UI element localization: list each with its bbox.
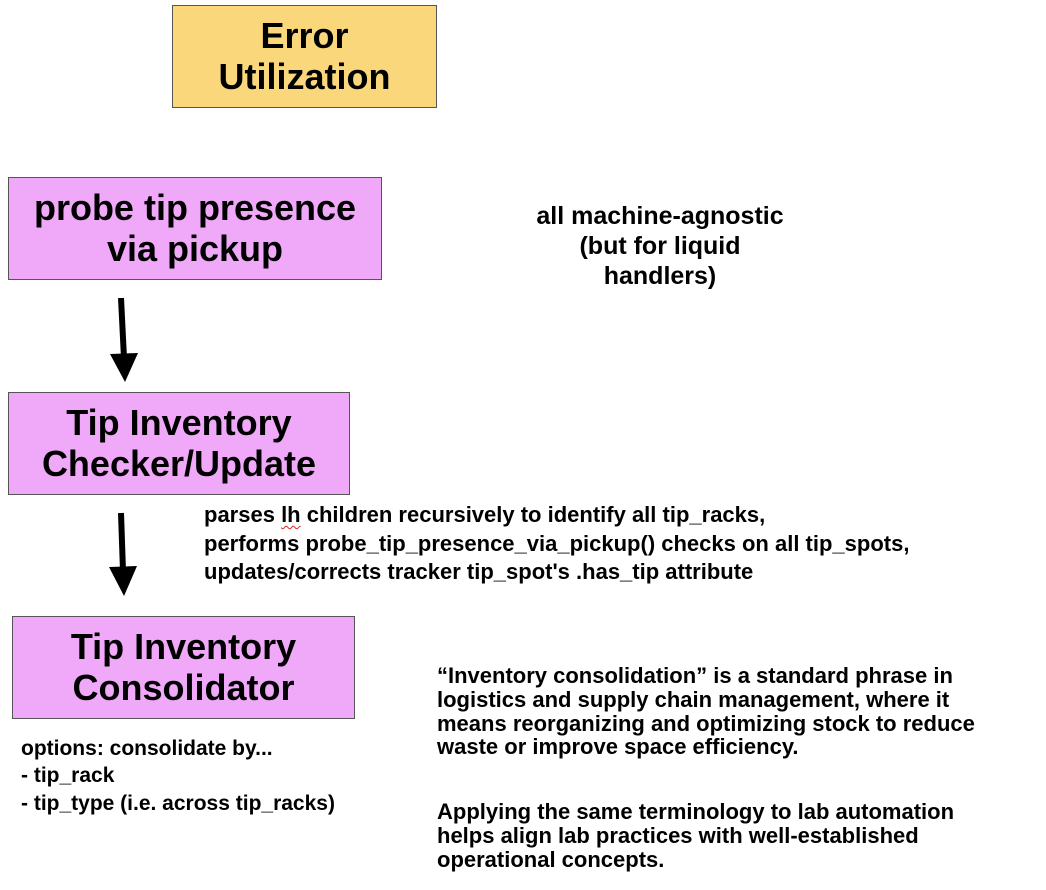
consolidation-line-3: means reorganizing and optimizing stock … <box>437 710 975 736</box>
tip-inventory-checker-box: Tip Inventory Checker/Update <box>8 392 350 495</box>
arrow-checker-to-consolidator <box>109 512 137 596</box>
arrow-2-head <box>109 566 137 596</box>
agnostic-line-1: all machine-agnostic <box>536 202 784 230</box>
applying-line-2: helps align lab practices with well-esta… <box>437 822 919 848</box>
title-line-1: Error <box>260 15 349 57</box>
arrow-probe-to-checker <box>110 297 138 382</box>
arrow-2-shaft <box>118 512 126 572</box>
probe-box-line-1: probe tip presence <box>33 187 357 229</box>
consolidation-line-2: logistics and supply chain management, w… <box>437 686 950 712</box>
parses-line-3: updates/corrects tracker tip_spot's .has… <box>204 559 754 585</box>
machine-agnostic-note: all machine-agnostic (but for liquid han… <box>470 201 850 291</box>
tip-inventory-consolidator-box: Tip Inventory Consolidator <box>12 616 355 719</box>
title-box: Error Utilization <box>172 5 437 108</box>
agnostic-line-3: handlers) <box>603 262 717 290</box>
checker-description: parses lh children recursively to identi… <box>204 501 909 587</box>
title-line-2: Utilization <box>218 55 391 97</box>
arrow-1-head <box>110 353 138 382</box>
consolidator-box-line-2: Consolidator <box>72 666 295 708</box>
probe-box-line-2: via pickup <box>106 227 284 269</box>
options-line-2: - tip_rack <box>21 764 115 788</box>
applying-line-1: Applying the same terminology to lab aut… <box>437 799 955 824</box>
parses-flagged-word: lh <box>281 502 301 527</box>
parses-prefix: parses <box>204 502 282 527</box>
options-line-1: options: consolidate by... <box>21 737 273 760</box>
parses-line-2: performs probe_tip_presence_via_pickup()… <box>204 530 910 556</box>
inventory-consolidation-note: “Inventory consolidation” is a standard … <box>437 664 975 759</box>
arrow-1-shaft <box>118 297 127 359</box>
parses-line-1: parses lh children recursively to identi… <box>204 501 909 530</box>
consolidator-options-note: options: consolidate by... - tip_rack - … <box>21 735 335 817</box>
applying-terminology-note: Applying the same terminology to lab aut… <box>437 800 954 871</box>
applying-line-3: operational concepts. <box>437 846 665 872</box>
probe-tip-presence-box: probe tip presence via pickup <box>8 177 382 280</box>
consolidation-line-4: waste or improve space efficiency. <box>437 734 799 760</box>
consolidation-line-1: “Inventory consolidation” is a standard … <box>437 663 953 688</box>
agnostic-line-2: (but for liquid <box>579 232 741 260</box>
checker-box-line-1: Tip Inventory <box>66 402 292 444</box>
consolidator-box-line-1: Tip Inventory <box>70 626 297 668</box>
checker-box-line-2: Checker/Update <box>41 442 317 484</box>
options-line-3: - tip_type (i.e. across tip_racks) <box>21 791 335 815</box>
parses-suffix: children recursively to identify all tip… <box>300 502 766 527</box>
